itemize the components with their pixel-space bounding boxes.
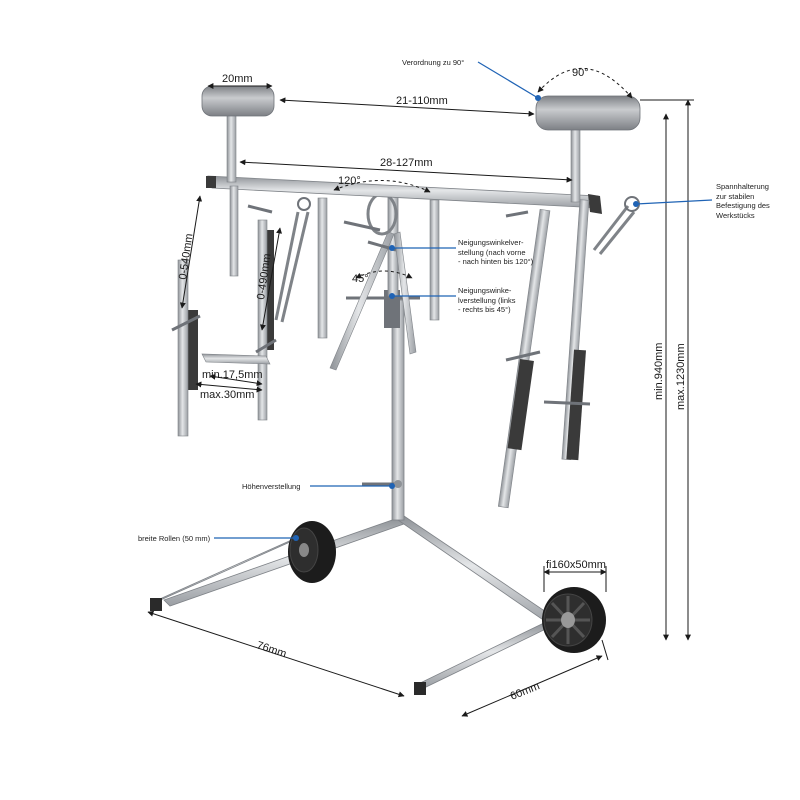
rotation-callout: Verordnung zu 90° [402, 58, 465, 67]
wheel-size-label: fi160x50mm [546, 559, 606, 571]
callout-leaders [214, 61, 713, 539]
right-roller-arm [497, 95, 641, 509]
height-callout: Höhenverstellung [242, 482, 301, 491]
tilt-callout: Neigungswinkelver- stellung (nach vorne … [458, 238, 534, 266]
right-wheel [542, 587, 606, 653]
left-wheel [288, 521, 336, 583]
height-min-label: min.940mm [653, 343, 665, 400]
right-roller [535, 95, 641, 131]
bar-length-label: 28-127mm [380, 157, 433, 169]
rotation-angle-label: 90° [572, 67, 589, 79]
left-arm-label: 0-540mm [177, 233, 195, 281]
roller-spacing-label: 21-110mm [396, 95, 448, 107]
max-jaw-label: max.30mm [200, 389, 254, 401]
tilt-angle-label: 120° [338, 175, 361, 187]
right-foot-block [414, 682, 426, 695]
dimension-lines [147, 68, 694, 717]
left-roller [201, 85, 275, 117]
side-tilt-callout: Neigungswinke- lverstellung (links - rec… [458, 286, 516, 314]
min-jaw-label: min.17,5mm [202, 369, 263, 381]
left-foot-block [150, 598, 162, 611]
base-frame [150, 515, 559, 695]
central-post [329, 192, 420, 521]
main-bar [206, 175, 602, 214]
base-depth-label: 76mm [255, 639, 288, 660]
base-width-label: 60mm [509, 680, 542, 703]
clamp-callout: Spannhalterung zur stabilen Befestigung … [716, 182, 770, 220]
side-angle-label: 45° [352, 273, 369, 285]
roller-width-label: 20mm [222, 73, 253, 85]
callout-dots [293, 95, 639, 541]
height-max-label: max.1230mm [675, 343, 687, 410]
wheels-callout: breite Rollen (50 mm) [138, 534, 211, 543]
